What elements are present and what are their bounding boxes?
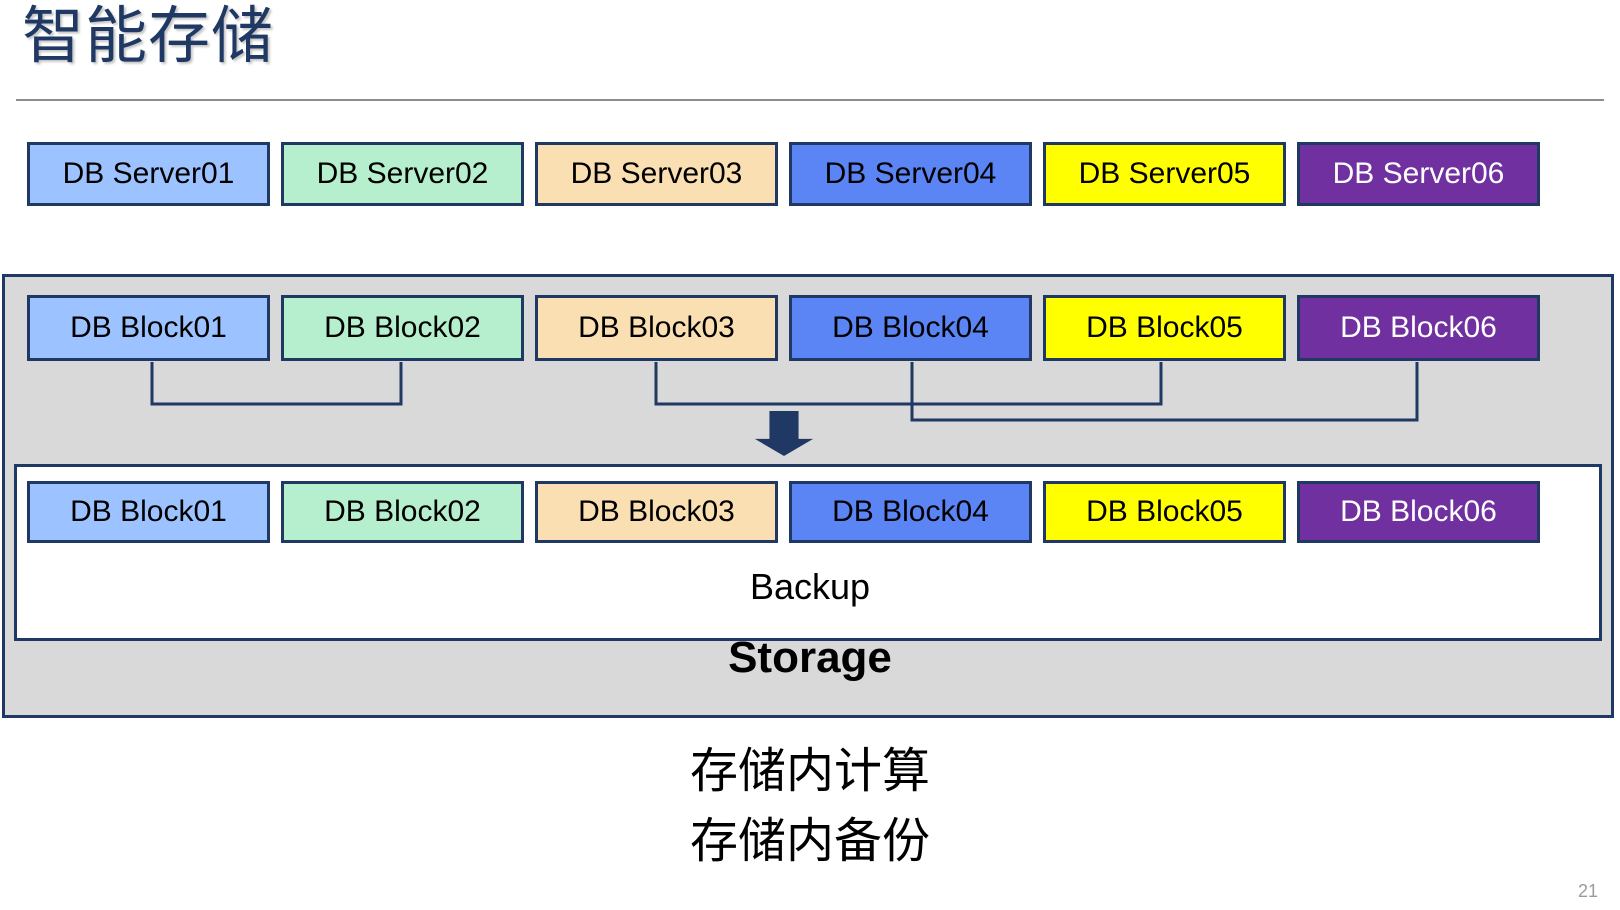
db-block-backup-node-4[interactable]: DB Block04 [789,481,1032,543]
db-block-source-node-1[interactable]: DB Block01 [27,295,270,361]
db-block-source-node-label: DB Block06 [1340,311,1497,344]
db-server-node-label: DB Server02 [316,157,489,190]
page-number: 21 [1577,881,1598,901]
title-divider [16,99,1604,101]
caption-line-1: 存储内计算 [689,745,930,798]
db-block-source-node-2[interactable]: DB Block02 [281,295,524,361]
db-server-node-label: DB Server01 [62,157,235,190]
db-block-backup-node-label: DB Block04 [832,495,989,528]
slide-caption: 存储内计算 存储内备份 [0,737,1620,876]
db-block-source-node-label: DB Block01 [70,311,227,344]
db-server-node-2[interactable]: DB Server02 [281,142,524,206]
storage-label: Storage [728,633,892,682]
db-block-backup-node-1[interactable]: DB Block01 [27,481,270,543]
db-server-node-6[interactable]: DB Server06 [1297,142,1540,206]
caption-line-2: 存储内备份 [689,814,930,868]
db-block-backup-node-label: DB Block05 [1086,495,1243,528]
db-block-backup-node-6[interactable]: DB Block06 [1297,481,1540,543]
db-block-backup-node-2[interactable]: DB Block02 [281,481,524,543]
db-block-source-node-5[interactable]: DB Block05 [1043,295,1286,361]
db-server-node-4[interactable]: DB Server04 [789,142,1032,206]
db-block-backup-node-3[interactable]: DB Block03 [535,481,778,543]
db-block-backup-node-label: DB Block03 [578,495,735,528]
db-server-node-label: DB Server04 [824,157,997,190]
backup-label: Backup [749,566,871,607]
db-block-source-node-6[interactable]: DB Block06 [1297,295,1540,361]
db-block-source-node-label: DB Block03 [578,311,735,344]
db-block-source-node-label: DB Block04 [832,311,989,344]
db-server-node-3[interactable]: DB Server03 [535,142,778,206]
db-server-node-label: DB Server05 [1078,157,1251,190]
db-block-backup-node-label: DB Block01 [70,495,227,528]
page-title: 智能存储 [22,2,275,71]
db-block-backup-node-5[interactable]: DB Block05 [1043,481,1286,543]
db-server-node-1[interactable]: DB Server01 [27,142,270,206]
db-block-backup-node-label: DB Block02 [324,495,481,528]
db-server-node-label: DB Server06 [1332,157,1505,190]
db-block-source-node-label: DB Block05 [1086,311,1243,344]
db-block-backup-node-label: DB Block06 [1340,495,1497,528]
db-server-node-5[interactable]: DB Server05 [1043,142,1286,206]
db-server-node-label: DB Server03 [570,157,743,190]
db-block-source-node-3[interactable]: DB Block03 [535,295,778,361]
db-block-source-node-4[interactable]: DB Block04 [789,295,1032,361]
db-block-source-node-label: DB Block02 [324,311,481,344]
